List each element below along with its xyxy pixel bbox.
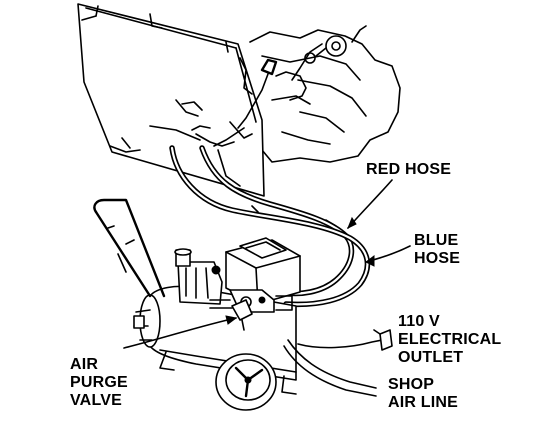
upper-fittings xyxy=(149,47,327,147)
blue-hose-line-2: HOSE xyxy=(414,250,461,267)
handle xyxy=(93,198,166,298)
electrical-cord xyxy=(297,329,393,351)
leader-lines xyxy=(123,179,411,349)
radiator xyxy=(77,3,265,197)
purge-valve-line-3: VALVE xyxy=(70,392,122,409)
air-purge-valve xyxy=(231,299,253,331)
blue-hose-label: BLUE HOSE xyxy=(414,232,460,268)
outlet-line-3: OUTLET xyxy=(398,349,464,366)
purge-valve-label: AIR PURGE VALVE xyxy=(70,356,128,410)
outlet-line-2: ELECTRICAL xyxy=(398,331,502,348)
compressor-motor xyxy=(174,248,223,305)
outlet-label: 110 V ELECTRICAL OUTLET xyxy=(398,313,501,367)
outlet-line-1: 110 V xyxy=(398,313,440,330)
wheel xyxy=(215,353,277,411)
shop-air-line xyxy=(283,339,377,397)
red-hose-text: RED HOSE xyxy=(366,161,452,178)
blue-hose-line-1: BLUE xyxy=(414,232,459,249)
shop-air-line-1: SHOP xyxy=(388,376,435,393)
engine xyxy=(249,25,401,163)
flush-unit xyxy=(209,237,301,313)
purge-valve-line-2: PURGE xyxy=(70,374,128,391)
tank-base xyxy=(159,351,297,395)
blue-hose xyxy=(169,145,371,308)
shop-air-label: SHOP AIR LINE xyxy=(388,376,458,412)
purge-valve-line-1: AIR xyxy=(70,356,99,373)
red-hose-label: RED HOSE xyxy=(366,161,451,179)
shop-air-line-2: AIR LINE xyxy=(388,394,459,411)
